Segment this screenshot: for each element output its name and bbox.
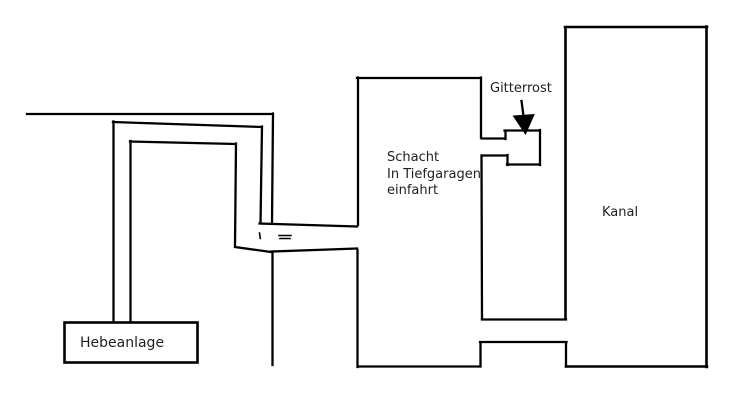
gitterrost-label: Gitterrost	[490, 81, 552, 96]
kanal-box	[563, 25, 709, 369]
inlet-pipe-path	[25, 112, 359, 367]
schacht-label-line2: In Tiefgaragen	[387, 166, 481, 182]
equals-mark	[278, 234, 292, 240]
down-arrow-icon	[512, 99, 535, 136]
kanal-label: Kanal	[602, 205, 639, 220]
kanal-box-outline	[563, 25, 709, 369]
schacht-box	[355, 76, 484, 369]
gitterrost-fitting	[480, 128, 542, 167]
schacht-box-outline	[355, 76, 484, 369]
down-arrow-shaft	[520, 99, 525, 118]
tick-mark	[258, 232, 262, 240]
schacht-label: Schacht In Tiefgaragen einfahrt	[387, 150, 481, 200]
outlet-channel-lines	[478, 318, 568, 368]
gitterrost-fitting-outline	[480, 128, 542, 167]
hebeanlage-label: Hebeanlage	[80, 335, 165, 351]
flow-marks	[258, 232, 292, 240]
down-arrow-head	[512, 113, 535, 136]
inlet-pipe-lines	[25, 112, 359, 367]
schacht-label-line3: einfahrt	[387, 183, 439, 198]
outlet-channel-path	[478, 318, 568, 368]
schacht-label-line1: Schacht	[387, 150, 440, 165]
